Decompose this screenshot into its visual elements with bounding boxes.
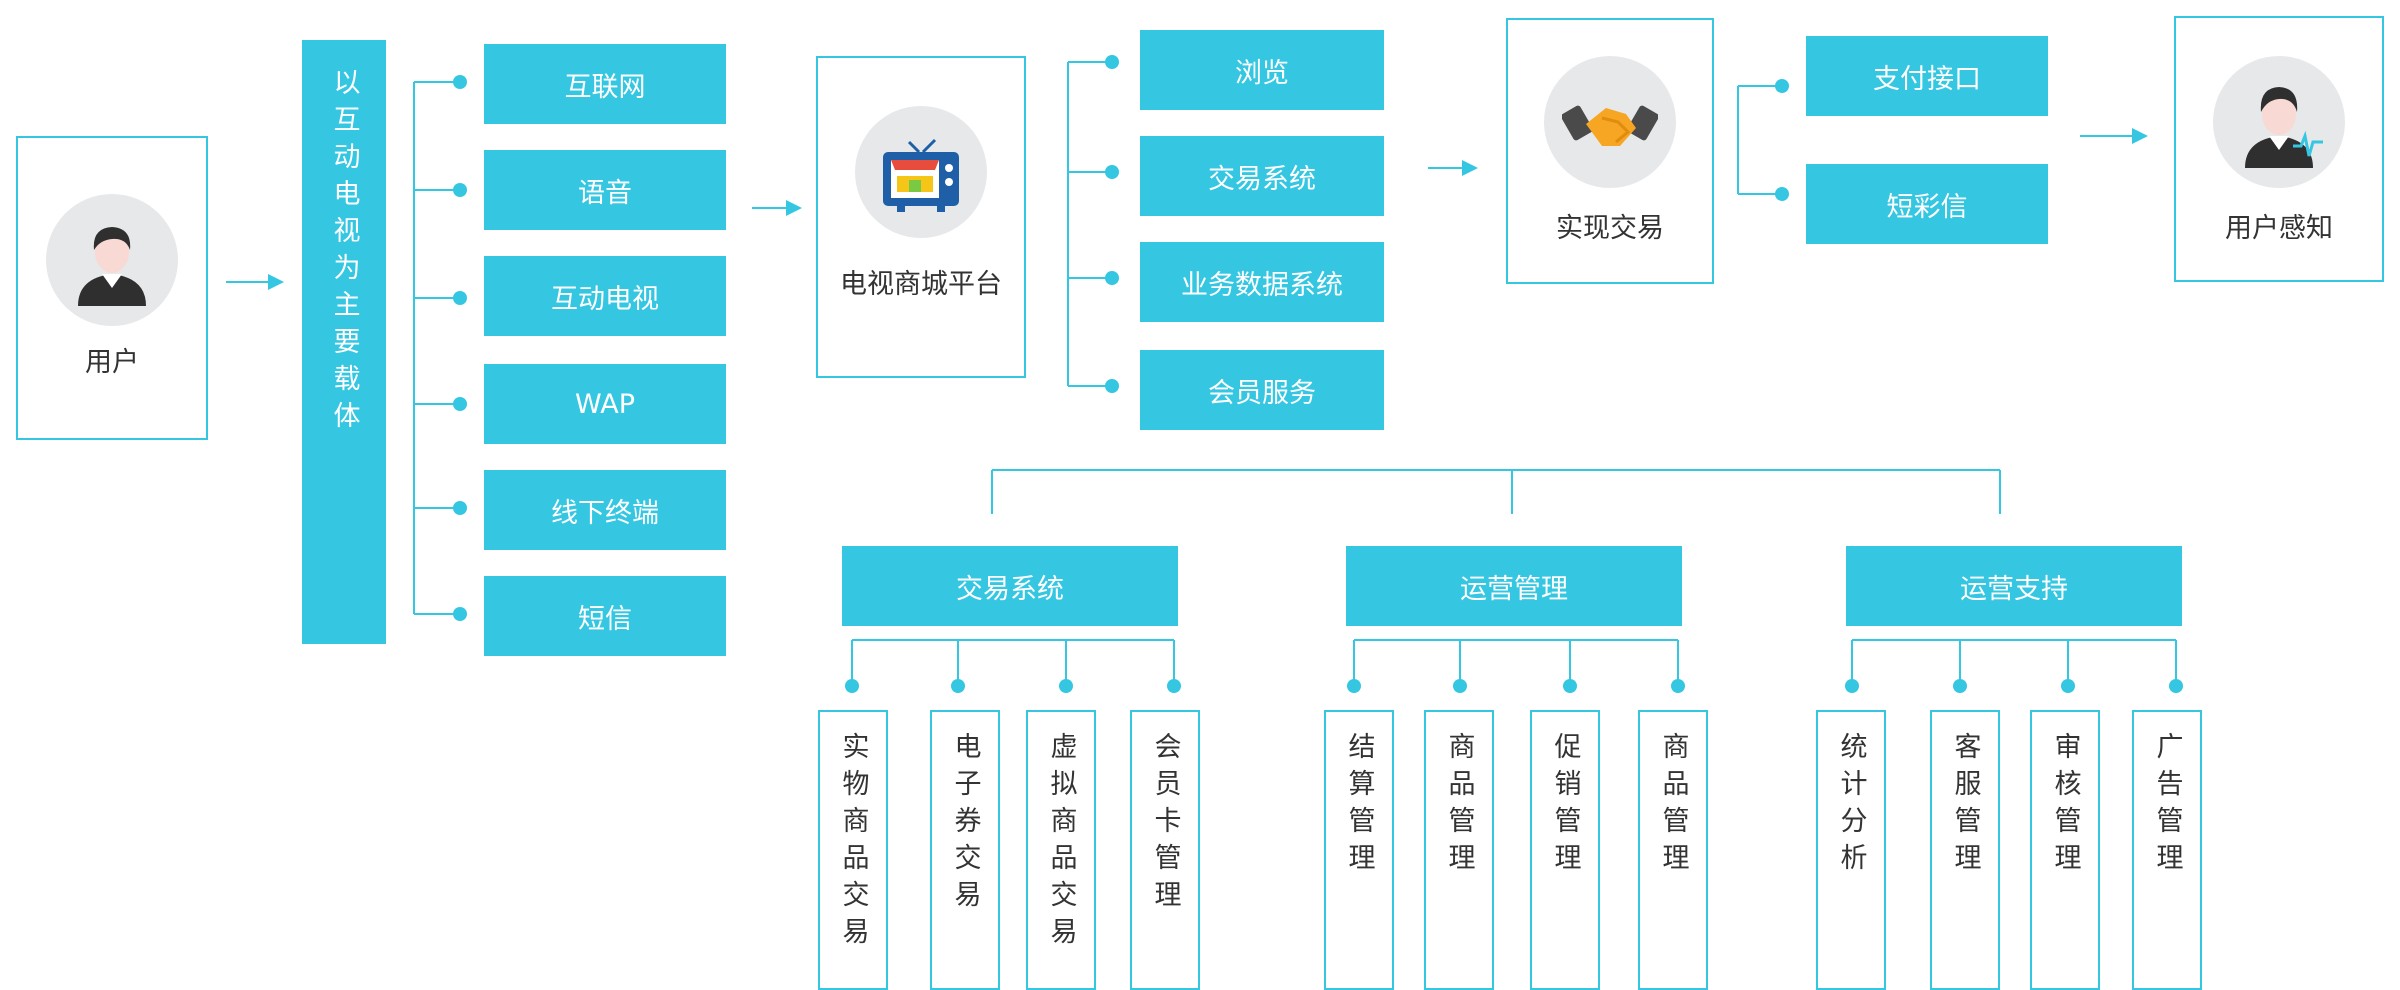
leaf-audit-management: 审核管理 — [2030, 710, 2100, 990]
platform-box: 电视商城平台 — [816, 56, 1026, 378]
flow-arrow-head — [786, 200, 802, 216]
channel-interactive-tv: 互动电视 — [484, 256, 726, 336]
group-title: 运营管理 — [1460, 573, 1568, 605]
channel-label: 语音 — [578, 177, 632, 209]
connector-dot — [1775, 79, 1789, 93]
handshake-icon — [1544, 56, 1676, 188]
payment-label: 支付接口 — [1873, 63, 1981, 95]
connector-dot — [1347, 679, 1361, 693]
leaf-settlement-management: 结算管理 — [1324, 710, 1394, 990]
connector-dot — [2061, 679, 2075, 693]
user-box: 用户 — [16, 136, 208, 440]
leaf-statistical-analysis: 统计分析 — [1816, 710, 1886, 990]
connector-dot — [1775, 187, 1789, 201]
payment-mms: 短彩信 — [1806, 164, 2048, 244]
channel-wap: WAP — [484, 364, 726, 444]
service-label: 业务数据系统 — [1181, 269, 1343, 301]
group-title: 运营支持 — [1960, 573, 2068, 605]
channel-label: 互联网 — [564, 71, 646, 103]
connector-dot — [1105, 55, 1119, 69]
channel-label: 短信 — [578, 603, 632, 635]
user-headset-icon — [2213, 56, 2345, 188]
leaf-label: 虚拟商品交易 — [1045, 732, 1077, 954]
leaf-label: 统计分析 — [1835, 732, 1867, 880]
transaction-label: 实现交易 — [1556, 213, 1664, 244]
connector-dot — [453, 75, 467, 89]
leaf-label: 客服管理 — [1949, 732, 1981, 880]
channel-label: 线下终端 — [551, 497, 659, 529]
connector-dot — [1105, 271, 1119, 285]
leaf-label: 电子券交易 — [949, 732, 981, 917]
service-label: 交易系统 — [1208, 163, 1316, 195]
connector-dot — [2169, 679, 2183, 693]
group-trading-system: 交易系统 — [842, 546, 1178, 626]
connector-dot — [453, 291, 467, 305]
connector-dot — [1059, 679, 1073, 693]
connector-dot — [453, 183, 467, 197]
group-operations-management: 运营管理 — [1346, 546, 1682, 626]
channel-voice: 语音 — [484, 150, 726, 230]
channel-sms: 短信 — [484, 576, 726, 656]
connector-dot — [1845, 679, 1859, 693]
perception-label: 用户感知 — [2225, 213, 2333, 244]
platform-label: 电视商城平台 — [840, 269, 1002, 300]
connector-dot — [453, 501, 467, 515]
leaf-customer-service-management: 客服管理 — [1930, 710, 2000, 990]
connector-dot — [1953, 679, 1967, 693]
channel-offline-terminal: 线下终端 — [484, 470, 726, 550]
leaf-label: 商品管理 — [1443, 732, 1475, 880]
flow-arrow-head — [2132, 128, 2148, 144]
leaf-label: 实物商品交易 — [837, 732, 869, 954]
leaf-promotion-management: 促销管理 — [1530, 710, 1600, 990]
leaf-label: 审核管理 — [2049, 732, 2081, 880]
leaf-label: 促销管理 — [1549, 732, 1581, 880]
connector-dot — [951, 679, 965, 693]
connector-dot — [1167, 679, 1181, 693]
leaf-goods-management-1: 商品管理 — [1424, 710, 1494, 990]
connector-dot — [1105, 379, 1119, 393]
leaf-label: 商品管理 — [1657, 732, 1689, 880]
service-label: 浏览 — [1235, 57, 1289, 89]
perception-box: 用户感知 — [2174, 16, 2384, 282]
leaf-virtual-goods-trading: 虚拟商品交易 — [1026, 710, 1096, 990]
flow-arrow-head — [268, 274, 284, 290]
connector-dot — [1453, 679, 1467, 693]
leaf-advertising-management: 广告管理 — [2132, 710, 2202, 990]
payment-label: 短彩信 — [1886, 191, 1968, 223]
user-label: 用户 — [85, 347, 139, 378]
channel-internet: 互联网 — [484, 44, 726, 124]
connector-dot — [1563, 679, 1577, 693]
carrier-label: 以互动电视为主要载体 — [328, 68, 360, 438]
connector-dot — [1105, 165, 1119, 179]
connector-dot — [453, 607, 467, 621]
group-operations-support: 运营支持 — [1846, 546, 2182, 626]
leaf-physical-goods-trading: 实物商品交易 — [818, 710, 888, 990]
leaf-goods-management-2: 商品管理 — [1638, 710, 1708, 990]
service-business-data: 业务数据系统 — [1140, 242, 1384, 322]
group-title: 交易系统 — [956, 573, 1064, 605]
service-member: 会员服务 — [1140, 350, 1384, 430]
leaf-label: 会员卡管理 — [1149, 732, 1181, 917]
connector-dot — [845, 679, 859, 693]
payment-interface: 支付接口 — [1806, 36, 2048, 116]
leaf-label: 广告管理 — [2151, 732, 2183, 880]
channel-label: WAP — [575, 388, 635, 420]
transaction-box: 实现交易 — [1506, 18, 1714, 284]
service-label: 会员服务 — [1208, 377, 1316, 409]
carrier-bar: 以互动电视为主要载体 — [302, 40, 386, 644]
service-browse: 浏览 — [1140, 30, 1384, 110]
leaf-e-voucher-trading: 电子券交易 — [930, 710, 1000, 990]
tv-store-icon — [855, 106, 987, 238]
connector-dot — [1671, 679, 1685, 693]
service-trading-system: 交易系统 — [1140, 136, 1384, 216]
user-avatar-icon — [46, 194, 178, 326]
leaf-label: 结算管理 — [1343, 732, 1375, 880]
flow-arrow-head — [1462, 160, 1478, 176]
connector-dot — [453, 397, 467, 411]
channel-label: 互动电视 — [551, 283, 659, 315]
leaf-member-card-management: 会员卡管理 — [1130, 710, 1200, 990]
